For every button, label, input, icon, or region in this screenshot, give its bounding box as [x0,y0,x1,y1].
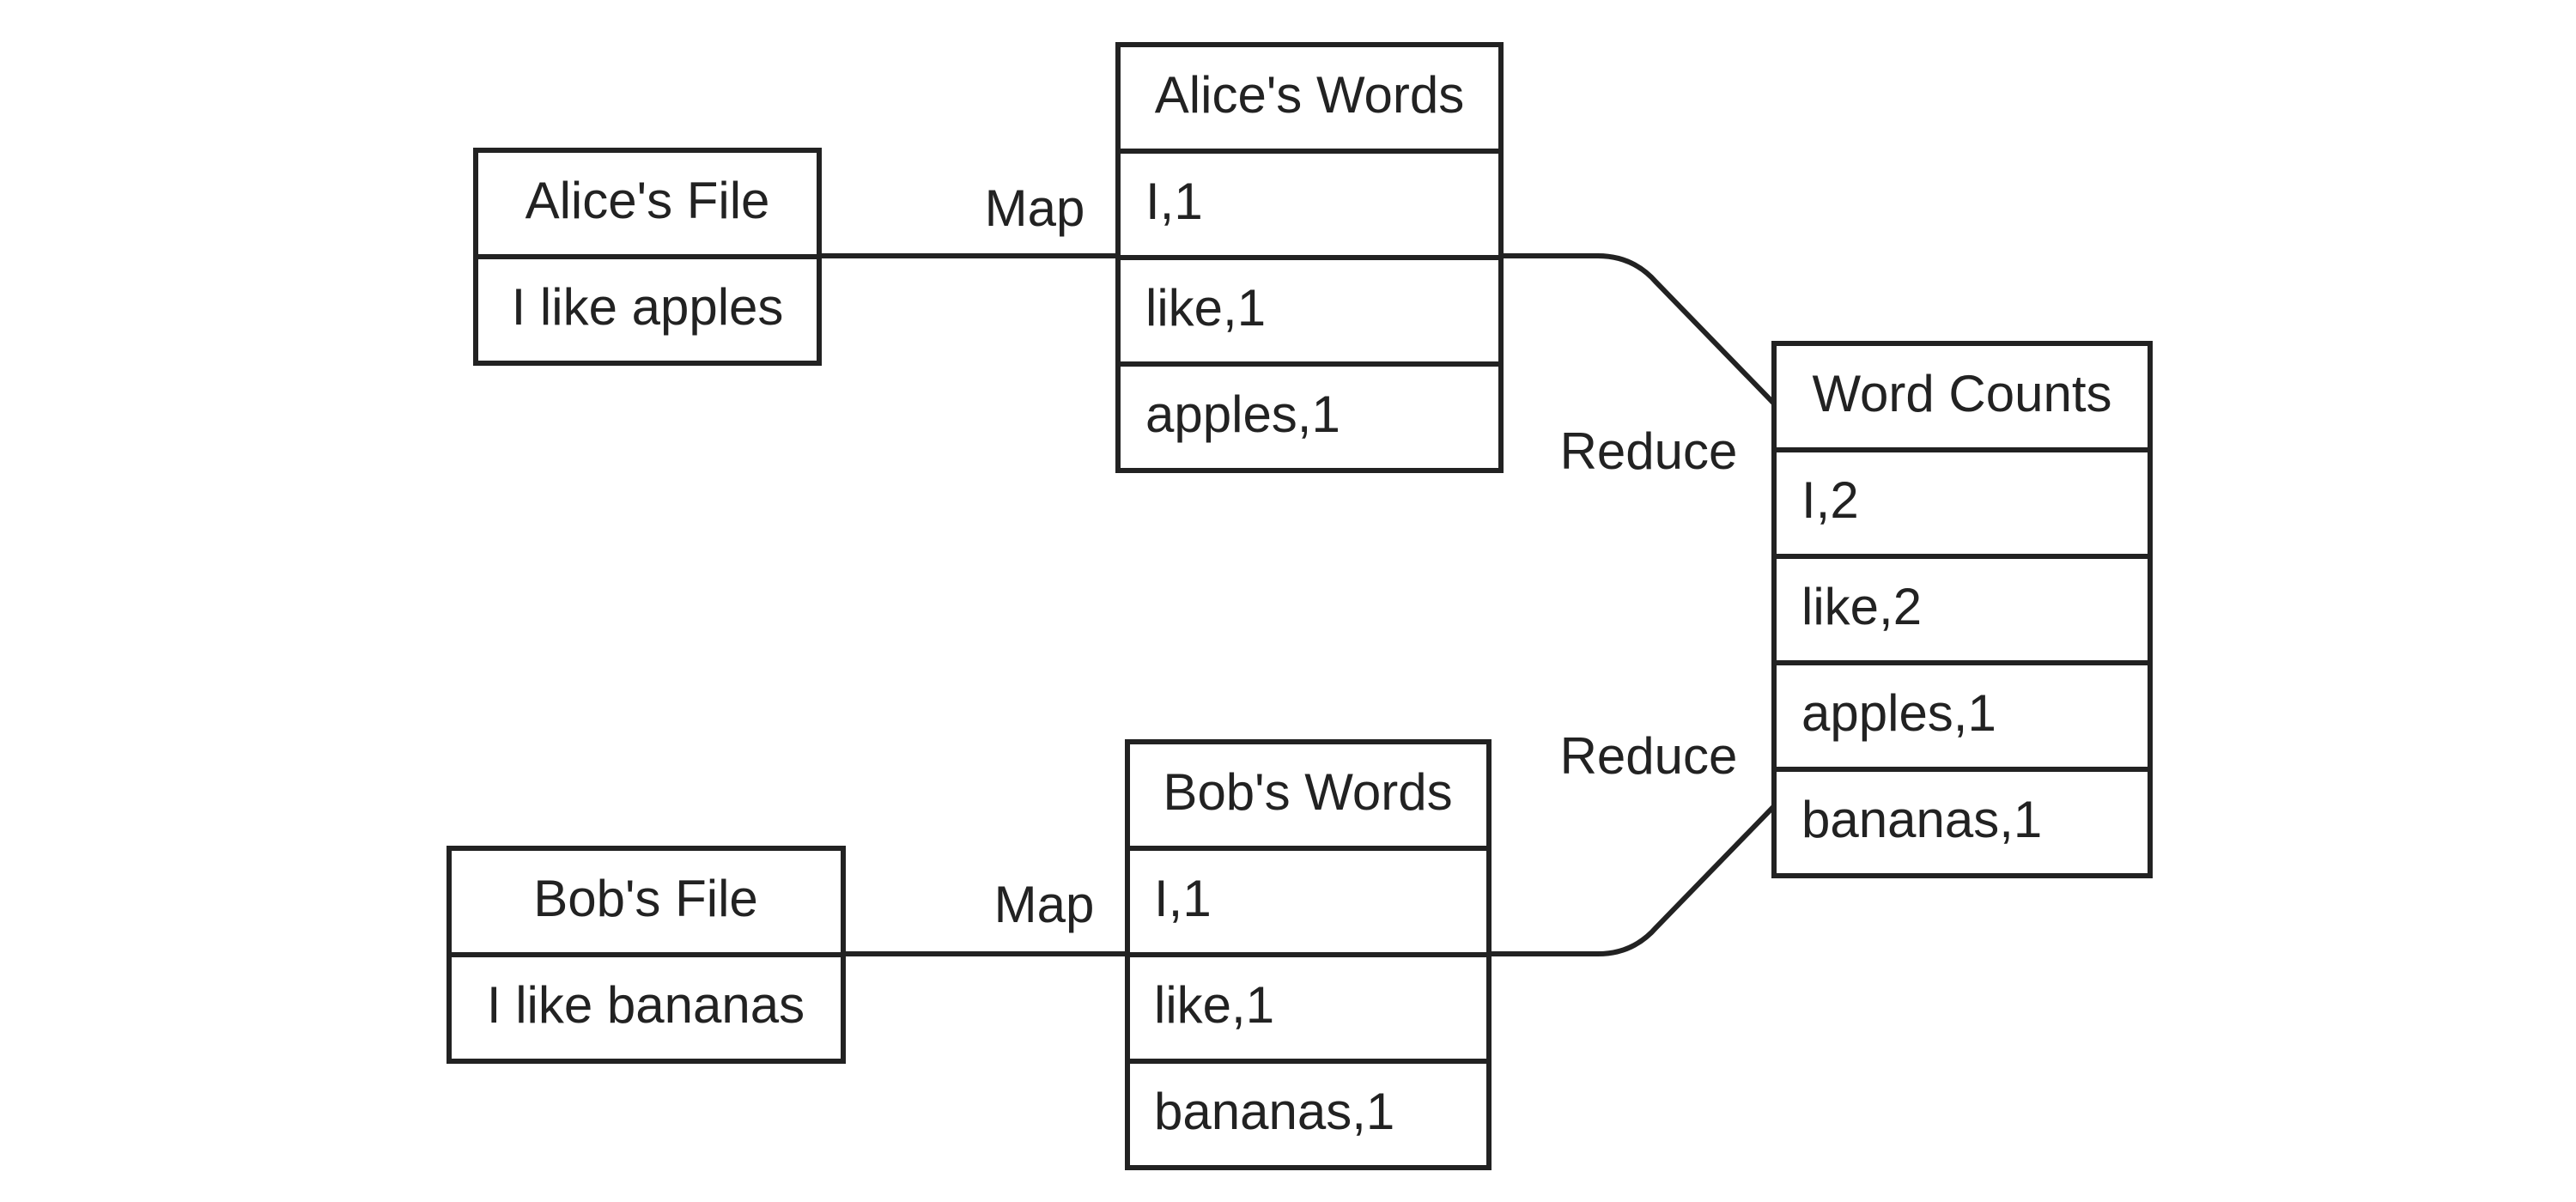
edge-alice-reduce [1499,253,1777,406]
node-alice-words: Alice's Words I,1 like,1 apples,1 [1115,42,1504,473]
edge-label-bob-reduce: Reduce [1560,727,1738,785]
node-word-counts-row-4: bananas,1 [1801,791,2042,848]
node-bob-words-row-cell [1125,952,1492,1064]
node-alice-words-title: Alice's Words [1155,66,1464,124]
node-bob-words-row-1: I,1 [1154,870,1212,927]
node-alice-file-title-cell [473,148,822,259]
node-word-counts-row-cell [1771,554,2153,665]
node-word-counts: Word Counts I,2 like,2 apples,1 bananas,… [1771,341,2153,878]
node-alice-words-row-1: I,1 [1145,173,1203,230]
node-bob-words-title-cell [1125,739,1492,851]
node-bob-file-row: I like bananas [487,976,805,1034]
edge-bob-reduce [1489,804,1777,956]
node-alice-file-row: I like apples [512,278,784,336]
node-word-counts-row-3: apples,1 [1801,684,1996,742]
node-bob-words-row-2: like,1 [1154,976,1274,1034]
node-alice-file-title: Alice's File [526,172,770,229]
node-alice-words-title-cell [1115,42,1504,154]
node-word-counts-row-2: like,2 [1801,578,1922,635]
node-word-counts-row-cell [1771,660,2153,772]
edges [819,253,1777,956]
node-bob-file-title: Bob's File [533,870,758,927]
edge-label-bob-map: Map [994,876,1095,933]
node-alice-file: Alice's File I like apples [473,148,822,366]
node-word-counts-row-1: I,2 [1801,471,1859,529]
node-alice-words-row-2: like,1 [1145,279,1266,337]
node-alice-words-row-cell [1115,255,1504,367]
node-bob-words-row-3: bananas,1 [1154,1083,1394,1140]
node-bob-file: Bob's File I like bananas [447,846,846,1064]
node-word-counts-row-cell [1771,767,2153,878]
node-bob-file-row-cell [447,952,846,1064]
node-alice-words-row-cell [1115,361,1504,473]
edge-label-alice-map: Map [985,179,1085,237]
node-bob-words-row-cell [1125,1059,1492,1170]
node-alice-file-row-cell [473,254,822,366]
node-word-counts-title: Word Counts [1812,365,2111,422]
node-bob-words-title: Bob's Words [1163,763,1452,821]
node-bob-words-row-cell [1125,846,1492,957]
node-word-counts-row-cell [1771,447,2153,559]
node-bob-file-title-cell [447,846,846,957]
node-alice-words-row-3: apples,1 [1145,385,1340,443]
node-bob-words: Bob's Words I,1 like,1 bananas,1 [1125,739,1492,1170]
edge-label-alice-reduce: Reduce [1560,422,1738,480]
